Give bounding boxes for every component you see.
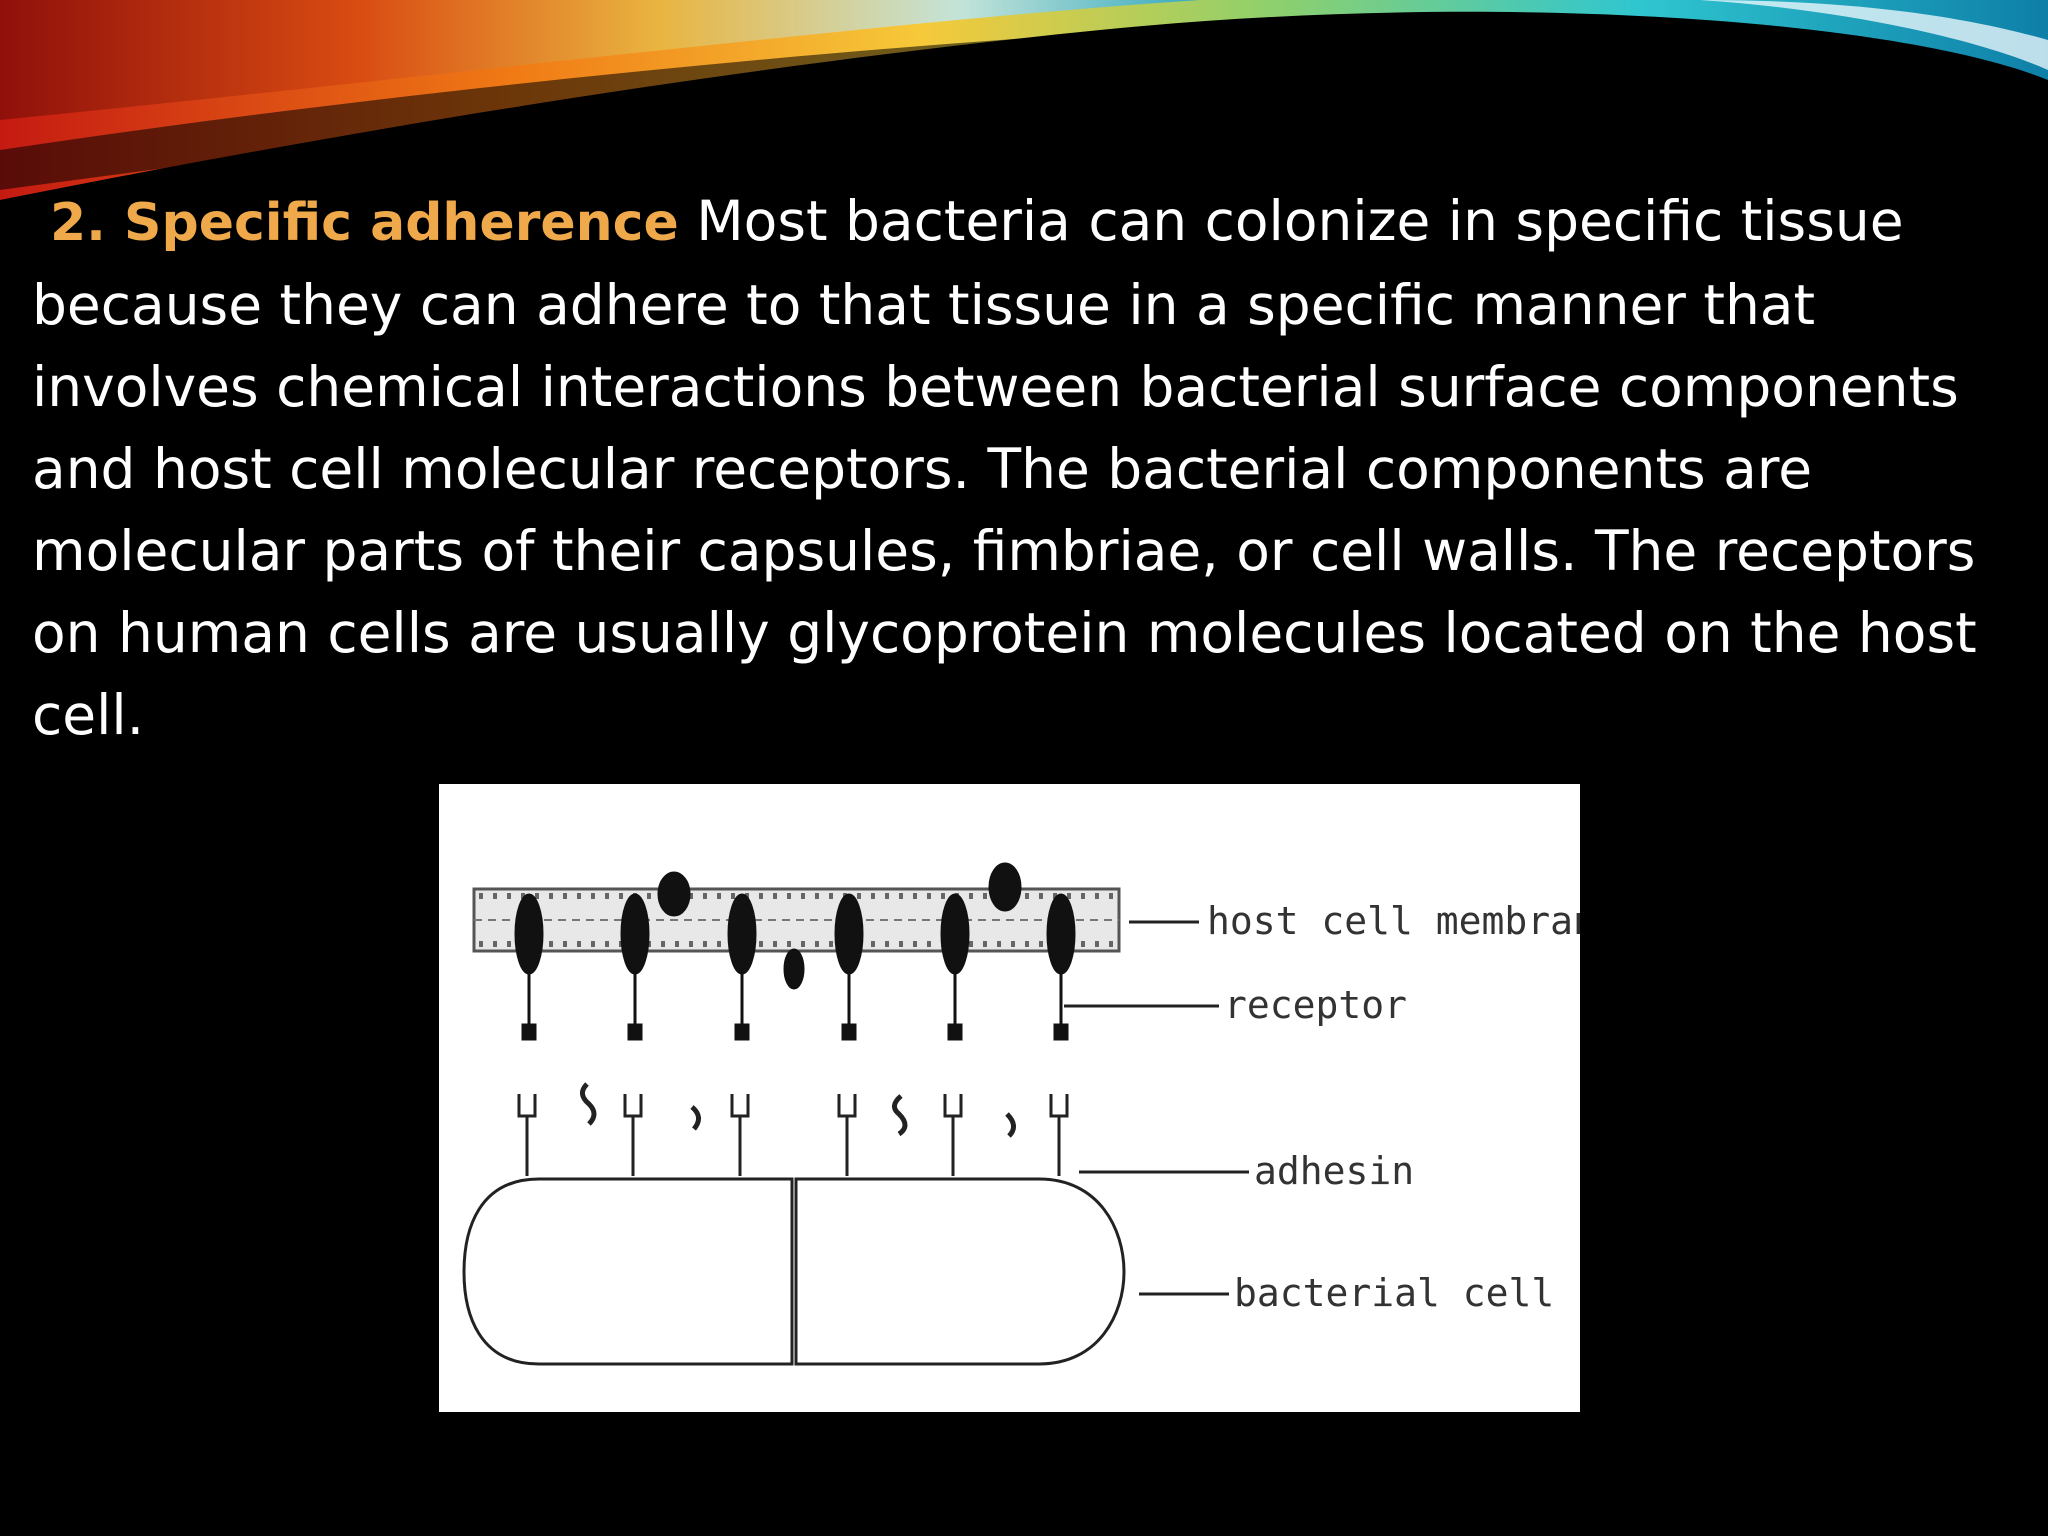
slide-paragraph: Most bacteria can colonize in specific t… xyxy=(32,189,1977,747)
label-host-cell-membrane: host cell membrane xyxy=(1207,899,1580,943)
label-bacterial-cell: bacterial cell xyxy=(1234,1271,1554,1315)
bacterial-cell xyxy=(462,1177,1126,1366)
slide-heading: 2. Specific adherence xyxy=(50,193,679,253)
leader-lines xyxy=(1064,920,1249,1296)
label-receptor: receptor xyxy=(1224,983,1407,1027)
host-cell-membrane xyxy=(472,887,1121,953)
receptor-icon xyxy=(514,893,544,1041)
adhesin-icon xyxy=(517,1094,537,1176)
slide-body-text: 2. Specific adherence Most bacteria can … xyxy=(32,180,2022,756)
decorative-banner xyxy=(0,0,2048,200)
adherence-diagram: host cell membrane receptor adhesin bact… xyxy=(439,784,1580,1412)
label-adhesin: adhesin xyxy=(1254,1149,1414,1193)
receptors xyxy=(514,862,1077,1042)
adhesins xyxy=(517,1082,1069,1178)
